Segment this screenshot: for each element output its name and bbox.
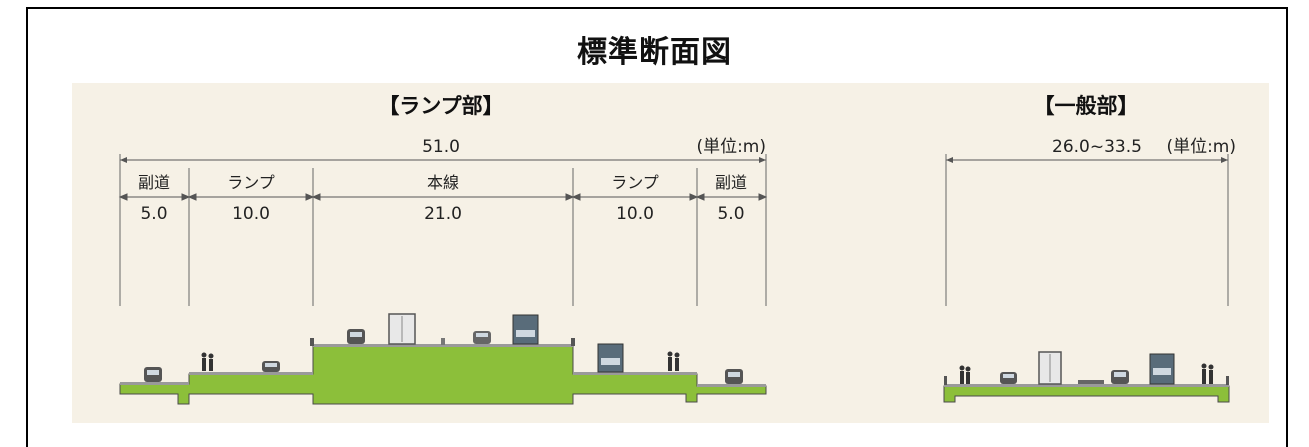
vehicle-truck-icon	[388, 313, 416, 345]
vehicle-truck-icon	[597, 343, 624, 373]
segment-label-ramp-left: ランプ	[227, 173, 275, 192]
segment-label-ramp-right: ランプ	[611, 173, 659, 192]
ramp-unit-label: (単位:m)	[696, 137, 766, 157]
vehicle-car-icon	[473, 331, 491, 344]
vehicle-truck-icon	[1038, 351, 1062, 385]
segment-width-side-road-right: 5.0	[717, 204, 744, 224]
general-width-range: 26.0~33.5	[1052, 137, 1142, 157]
general-section-header: 【一般部】	[1034, 94, 1139, 118]
segment-width-side-road-left: 5.0	[140, 204, 167, 224]
segment-width-ramp-left: 10.0	[232, 204, 270, 224]
general-cross-section	[943, 376, 1230, 403]
ramp-extension-lines	[119, 154, 767, 306]
pedestrian-icon	[1201, 363, 1214, 384]
segment-label-side-road-left: 副道	[138, 173, 170, 192]
vehicle-car-icon	[1111, 370, 1129, 384]
vehicle-car-icon	[725, 369, 743, 384]
page-title: 標準断面図	[577, 35, 732, 70]
pedestrian-icon	[667, 351, 680, 371]
vehicle-car-icon	[1000, 372, 1017, 384]
vehicle-truck-icon	[512, 314, 539, 345]
pedestrian-icon	[201, 352, 214, 371]
general-extension-lines	[945, 154, 1229, 306]
segment-label-main-line: 本線	[427, 173, 459, 192]
pedestrian-icon	[959, 365, 971, 384]
ramp-section-header: 【ランプ部】	[378, 94, 503, 118]
segment-width-ramp-right: 10.0	[616, 204, 654, 224]
vehicle-car-icon	[262, 361, 280, 372]
segment-width-main-line: 21.0	[424, 204, 462, 224]
general-unit-label: (単位:m)	[1166, 137, 1236, 157]
segment-arrows	[118, 193, 768, 201]
segment-label-side-road-right: 副道	[715, 173, 747, 192]
vehicle-car-icon	[144, 367, 162, 382]
ramp-total-width: 51.0	[422, 137, 460, 157]
ramp-cross-section	[119, 338, 767, 405]
vehicle-car-icon	[347, 329, 365, 344]
vehicle-truck-icon	[1149, 353, 1175, 385]
